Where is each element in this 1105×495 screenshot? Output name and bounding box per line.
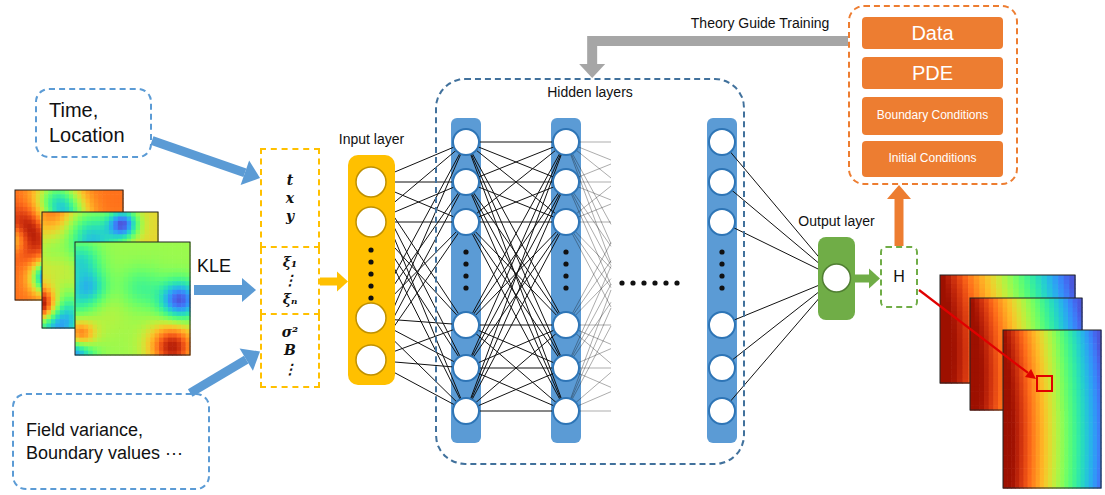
head-field-image <box>940 275 1076 384</box>
hidden-layer-column <box>707 118 737 443</box>
arrow-head <box>1025 369 1036 379</box>
node-text: t <box>287 171 293 189</box>
constraint-box: PDE <box>862 57 1003 89</box>
node-text: ξ₁ <box>283 253 297 271</box>
arrow-head <box>240 349 260 371</box>
kle-arrow <box>194 278 256 302</box>
constraint-box: Boundary Conditions <box>862 97 1003 135</box>
arrow-shaft <box>895 199 904 246</box>
node-text: Field variance, Boundary values ··· <box>26 419 196 464</box>
node-text: y <box>286 207 294 225</box>
arrow-head <box>869 269 880 289</box>
arrow-shaft <box>855 275 869 283</box>
node-text: Time, Location <box>49 98 138 148</box>
head-field-image <box>1003 330 1102 489</box>
node-text: ⋮ <box>283 360 297 378</box>
input-variable-box: ξ₁⋮ξₙ <box>260 248 320 315</box>
connector-arrow <box>579 41 848 78</box>
connector-arrow <box>190 349 260 393</box>
random-field-image <box>75 242 191 356</box>
output-layer: Output layer <box>818 237 855 320</box>
node-text: Data <box>911 22 953 45</box>
training-constraints-box: DataPDE Boundary ConditionsInitial Condit… <box>848 5 1018 185</box>
node-text: σ² <box>282 323 298 341</box>
node-text: Hidden layers <box>437 84 743 100</box>
node-text: ξₙ <box>283 290 298 308</box>
constraint-box: Data <box>862 17 1003 49</box>
arrow-shaft <box>592 41 848 64</box>
node-text: ⋮ <box>283 271 297 289</box>
input-group-box: Field variance, Boundary values ··· <box>12 393 210 490</box>
network-drawing <box>371 118 837 443</box>
node-text: Initial Conditions <box>888 152 976 166</box>
layer-title: Output layer <box>798 213 874 229</box>
input-variable-box: txy <box>260 148 320 248</box>
annotation-label: KLE <box>197 256 231 277</box>
arrow-head <box>242 278 256 302</box>
connector-arrow <box>887 185 911 246</box>
neuron-drawing <box>348 155 395 385</box>
arrow-head <box>579 64 605 78</box>
arrow-shaft <box>152 141 245 173</box>
node-text: PDE <box>912 62 953 85</box>
layer-title: Input layer <box>339 131 404 147</box>
connector-arrow <box>320 272 348 292</box>
arrow-shaft <box>919 290 1028 373</box>
input-group-box: Time, Location <box>35 88 152 158</box>
input-variable-box: σ²B⋮ <box>260 315 320 388</box>
arrow-head <box>241 160 260 185</box>
connector-arrow <box>152 141 260 186</box>
random-field-image <box>42 212 159 329</box>
input-layer: Input layer <box>348 155 395 385</box>
node-text: x <box>286 189 294 207</box>
sample-point-marker <box>1037 376 1052 391</box>
arrow-head <box>337 272 348 292</box>
node-text: Boundary Conditions <box>877 109 988 123</box>
neuron-drawing <box>818 237 855 320</box>
leader-arrow <box>919 290 1036 379</box>
arrow-shaft <box>190 360 246 393</box>
arrow-head <box>887 185 911 199</box>
arrow-shaft <box>194 285 242 295</box>
arrow-shaft <box>320 278 337 286</box>
random-field-image <box>15 190 124 301</box>
node-text: H <box>893 268 905 286</box>
output-variable-box: H <box>880 246 918 308</box>
connector-arrow <box>855 269 880 289</box>
node-text: B <box>284 341 296 359</box>
hidden-layers-box: Hidden layers <box>435 78 745 465</box>
edge-label: Theory Guide Training <box>688 15 833 31</box>
head-field-image <box>970 298 1083 411</box>
constraint-box: Initial Conditions <box>862 141 1003 177</box>
